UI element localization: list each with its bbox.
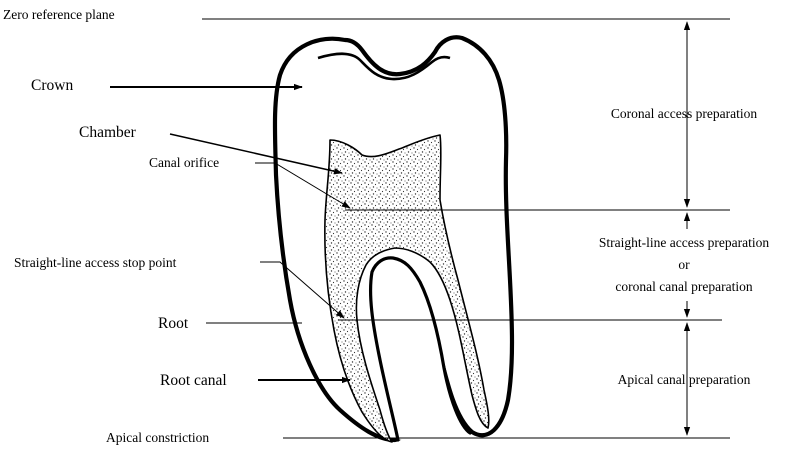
coronal-access-preparation-label: Coronal access preparation: [611, 106, 757, 121]
or-label: or: [678, 257, 690, 272]
apical-canal-preparation-label: Apical canal preparation: [618, 372, 751, 387]
root-label: Root: [158, 315, 189, 332]
straight-line-access-preparation-label: Straight-line access preparation: [599, 235, 769, 250]
root-canal-label: Root canal: [160, 372, 227, 389]
chamber-label: Chamber: [79, 124, 137, 141]
crown-label: Crown: [31, 77, 73, 94]
zero-reference-plane-label: Zero reference plane: [3, 7, 115, 22]
canal-orifice-label: Canal orifice: [149, 155, 219, 170]
coronal-canal-preparation-label: coronal canal preparation: [615, 279, 752, 294]
straight-line-access-stop-point-label: Straight-line access stop point: [14, 255, 177, 270]
apical-constriction-label: Apical constriction: [106, 430, 209, 445]
